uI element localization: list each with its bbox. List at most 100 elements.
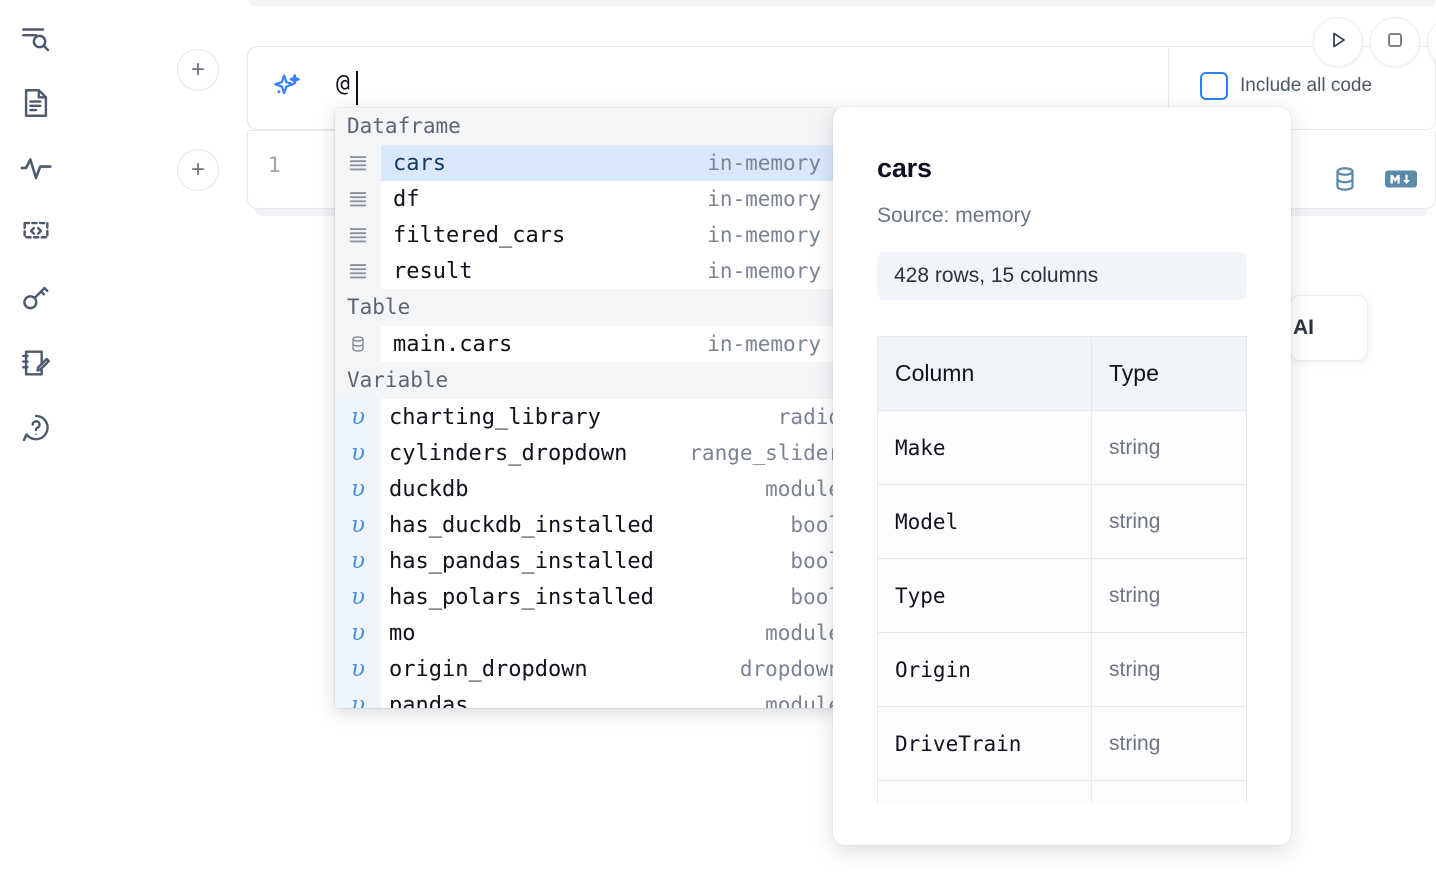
autocomplete-item-label: has_polars_installed [389,584,654,610]
autocomplete-item-type: module [765,477,835,501]
include-all-code-checkbox[interactable] [1200,72,1228,100]
autocomplete-item-type: in-memory [707,223,821,247]
snippets-icon[interactable] [14,211,58,255]
autocomplete-item-label: charting_library [389,404,601,430]
variable-icon: υ [335,399,381,435]
add-cell-below-button[interactable]: + [177,149,219,191]
autocomplete-item-type: dropdown [739,657,835,681]
variable-icon: υ [335,471,381,507]
table-rows-icon [335,253,381,289]
autocomplete-item-type: range_slider [689,441,835,465]
right-pane-divider [1168,46,1169,130]
doc-column-name: Make [876,410,1093,485]
doc-column-type: string [1091,558,1247,633]
include-all-code-row[interactable]: Include all code [1200,72,1372,100]
doc-column-type: string [1091,706,1247,781]
autocomplete-item-filtered-cars[interactable]: filtered_cars in-memory [335,217,835,253]
activity-icon[interactable] [14,146,58,190]
autocomplete-item-label: has_pandas_installed [389,548,654,574]
autocomplete-item-label: duckdb [389,476,469,502]
doc-column-name: Type [876,558,1093,633]
autocomplete-item-label: origin_dropdown [389,656,588,682]
autocomplete-item-label: main.cars [393,331,513,357]
sparkles-icon [270,71,304,105]
database-icon[interactable] [1330,164,1360,199]
database-icon [335,326,381,362]
autocomplete-item-main-cars[interactable]: main.cars in-memory [335,326,835,362]
autocomplete-item-cylinders-dropdown[interactable]: υ cylinders_dropdown range_slider [335,435,835,471]
stop-button[interactable] [1370,17,1420,67]
cell-type-icons [1330,164,1418,199]
document-outline-icon[interactable] [14,81,58,125]
autocomplete-item-type: bool [790,585,835,609]
autocomplete-item-label: result [393,258,473,284]
play-icon [1326,28,1350,57]
autocomplete-item-has-polars-installed[interactable]: υ has_polars_installed bool [335,579,835,615]
add-cell-above-button[interactable]: + [177,49,219,91]
autocomplete-item-origin-dropdown[interactable]: υ origin_dropdown dropdown [335,651,835,687]
autocomplete-item-type: bool [790,513,835,537]
ai-tooltip-chip[interactable]: AI [1290,295,1368,361]
autocomplete-item-type: in-memory [707,187,821,211]
column-header-column: Column [876,336,1093,411]
autocomplete-item-label: df [393,186,420,212]
autocomplete-item-type: in-memory [707,259,821,283]
autocomplete-item-result[interactable]: result in-memory [335,253,835,289]
cell-above-shadow [248,0,1436,6]
markdown-icon[interactable] [1384,167,1418,196]
autocomplete-item-type: bool [790,549,835,573]
autocomplete-item-label: mo [389,620,416,646]
variable-icon: υ [335,543,381,579]
autocomplete-item-charting-library[interactable]: υ charting_library radio [335,399,835,435]
scratchpad-icon[interactable] [14,341,58,385]
square-stop-icon [1383,28,1407,57]
line-number: 1 [268,153,281,177]
run-button[interactable] [1313,17,1363,67]
autocomplete-section-header: Table [335,289,835,326]
file-explorer-icon[interactable] [14,16,58,60]
variable-icon: υ [335,435,381,471]
autocomplete-item-type: radio [777,405,835,429]
doc-bottom-fade [833,803,1291,845]
table-rows-icon [335,181,381,217]
ai-chip-label: AI [1293,316,1314,339]
doc-title: cars [877,153,932,183]
variable-icon: υ [335,615,381,651]
autocomplete-item-type: module [765,621,835,645]
help-chat-icon[interactable] [14,406,58,450]
autocomplete-item-label: filtered_cars [393,222,566,248]
secrets-key-icon[interactable] [14,276,58,320]
doc-column-name: Model [876,484,1093,559]
variable-icon: υ [335,651,381,687]
doc-source: Source: memory [877,204,1032,227]
doc-shape-badge: 428 rows, 15 columns [877,252,1247,300]
autocomplete-item-type: in-memory [707,332,821,356]
table-rows-icon [335,217,381,253]
doc-column-name: DriveTrain [876,706,1093,781]
autocomplete-item-has-pandas-installed[interactable]: υ has_pandas_installed bool [335,543,835,579]
sidebar-rail [0,0,72,874]
table-header-row: Column Type [876,336,1247,411]
autocomplete-item-label: cars [393,150,446,176]
autocomplete-item-label: has_duckdb_installed [389,512,654,538]
documentation-panel: cars Source: memory 428 rows, 15 columns… [833,107,1291,845]
autocomplete-item-df[interactable]: df in-memory [335,181,835,217]
autocomplete-item-has-duckdb-installed[interactable]: υ has_duckdb_installed bool [335,507,835,543]
ai-prompt-text: @ [336,71,350,97]
variable-icon: υ [335,507,381,543]
variable-icon: υ [335,579,381,615]
doc-column-type: string [1091,632,1247,707]
autocomplete-item-label: cylinders_dropdown [389,440,628,466]
